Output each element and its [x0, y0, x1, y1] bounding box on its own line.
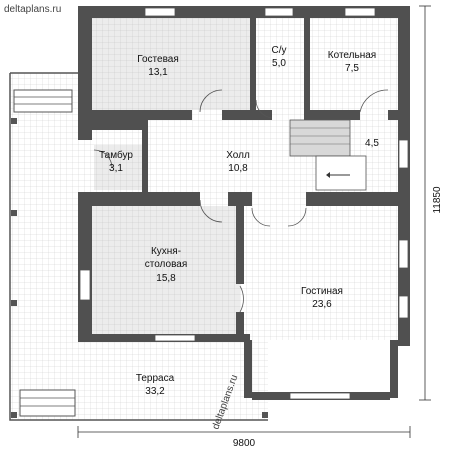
terrace-name: Терраса [136, 373, 175, 384]
boiler-name: Котельная [328, 50, 376, 61]
wc-name: С/у [272, 45, 287, 56]
kitchen-room [92, 206, 240, 334]
vestibule-area: 3,1 [109, 163, 123, 174]
wc-area: 5,0 [272, 58, 286, 69]
living-area: 23,6 [312, 299, 332, 310]
stair-area: 4,5 [365, 138, 379, 149]
kitchen-name-line1: Кухня- [151, 246, 181, 257]
guest-area: 13,1 [148, 67, 168, 78]
kitchen-area: 15,8 [156, 273, 176, 284]
doors [93, 89, 389, 313]
terrace-area: 33,2 [145, 386, 165, 397]
width-label: 9800 [233, 438, 256, 449]
kitchen-name-line2: столовая [145, 259, 188, 270]
site-title: deltaplans.ru [4, 4, 61, 15]
vestibule-name: Тамбур [99, 149, 133, 161]
staircase [289, 119, 367, 191]
vestibule-room [94, 145, 142, 190]
dimension-width: 9800 [77, 426, 411, 449]
dimension-depth: 11850 [419, 5, 443, 401]
guest-room [92, 18, 250, 110]
boiler-area: 7,5 [345, 63, 359, 74]
terrace [9, 72, 268, 421]
living-name: Гостиная [301, 286, 343, 297]
guest-name: Гостевая [137, 54, 179, 65]
room-labels: Гостевая 13,1 С/у 5,0 Котельная 7,5 Тамб… [99, 45, 379, 397]
windows [79, 7, 409, 400]
hall-area: 10,8 [228, 163, 248, 174]
hall-name: Холл [226, 150, 250, 161]
depth-label: 11850 [432, 186, 443, 214]
